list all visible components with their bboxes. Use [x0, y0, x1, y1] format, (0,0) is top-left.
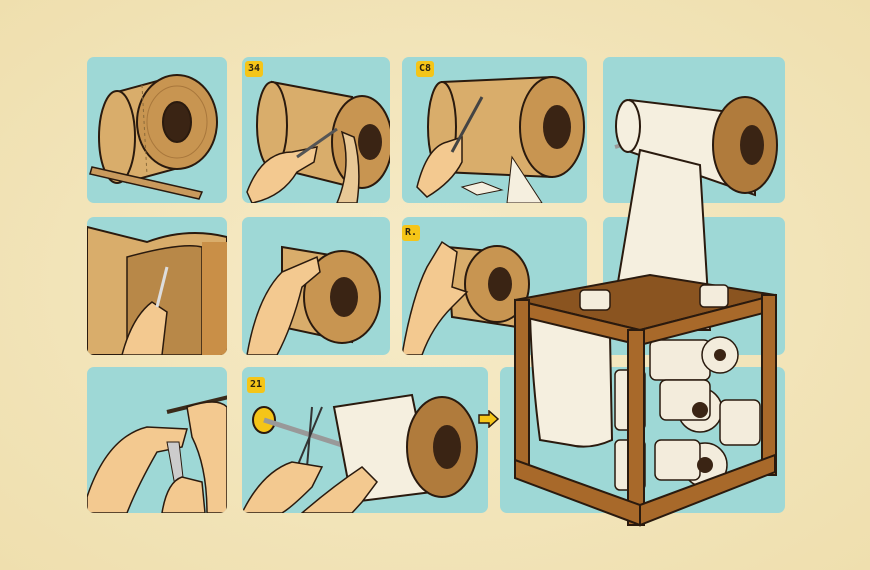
panel-crate-bg-right: [603, 217, 785, 355]
panel-step-21: 21: [242, 367, 488, 513]
panel-crate-bg-bottom: [500, 367, 785, 513]
step-badge: C8: [416, 61, 435, 77]
panel-tissue-holder: [603, 57, 785, 203]
step-badge: R.: [402, 225, 421, 241]
scissors-roll-illustration: [416, 75, 585, 203]
panel-pliers: [87, 367, 227, 513]
knife-sheet-illustration: [87, 225, 227, 355]
step-badge: 21: [247, 377, 266, 393]
panel-paper-roll-stick: [87, 57, 227, 203]
rod-scissors-tissue-illustration: [242, 393, 478, 513]
panel-step-34: 34: [242, 57, 390, 203]
panel-rolling: [242, 217, 390, 355]
panel-step-r: R.: [402, 217, 587, 355]
panel-step-c8: C8: [402, 57, 587, 203]
roll-cutting-illustration: [246, 80, 390, 203]
gripping-roll-illustration: [402, 240, 530, 355]
step-badge: 34: [245, 61, 264, 77]
rolling-roll-illustration: [246, 245, 381, 355]
panel-knife-sheet: [87, 217, 227, 355]
pliers-pen-illustration: [87, 395, 227, 513]
right-arrow-icon: [478, 410, 500, 428]
paper-roll-illustration: [89, 74, 218, 200]
